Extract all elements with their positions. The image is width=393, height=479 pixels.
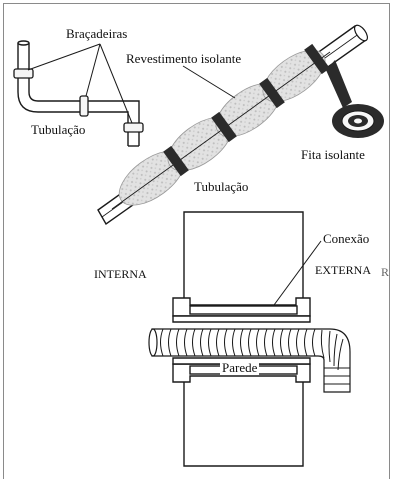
connection-label: Conexão	[323, 231, 370, 246]
wrapped-pipe-through-wall	[148, 328, 351, 393]
clamp-1	[13, 68, 34, 79]
wall-label: Parede	[220, 360, 260, 375]
bent-pipe-with-clamps	[17, 40, 140, 147]
tape-label: Fita isolante	[301, 147, 365, 162]
tape-bands	[163, 43, 330, 177]
tape-roll-icon	[326, 60, 384, 138]
pipe-label-left: Tubulação	[31, 122, 86, 137]
clamp-3	[123, 122, 144, 133]
wall-sleeve-mask	[172, 315, 311, 365]
top-frame-line	[3, 3, 390, 4]
wall-outline	[183, 211, 304, 467]
clamp-markers	[13, 68, 144, 133]
outside-label: EXTERNA	[315, 263, 371, 277]
right-frame-line	[389, 3, 390, 479]
insulation-leader-line	[182, 65, 236, 99]
left-frame-line	[3, 3, 4, 479]
clamp-2	[79, 95, 89, 117]
pipe-label-center: Tubulação	[194, 179, 249, 194]
stray-mark: R	[381, 265, 390, 279]
clamps-label: Braçadeiras	[66, 26, 128, 41]
insulation-label: Revestimento isolante	[126, 51, 242, 66]
clamp-leader-lines	[27, 43, 133, 124]
inside-label: INTERNA	[94, 267, 147, 281]
